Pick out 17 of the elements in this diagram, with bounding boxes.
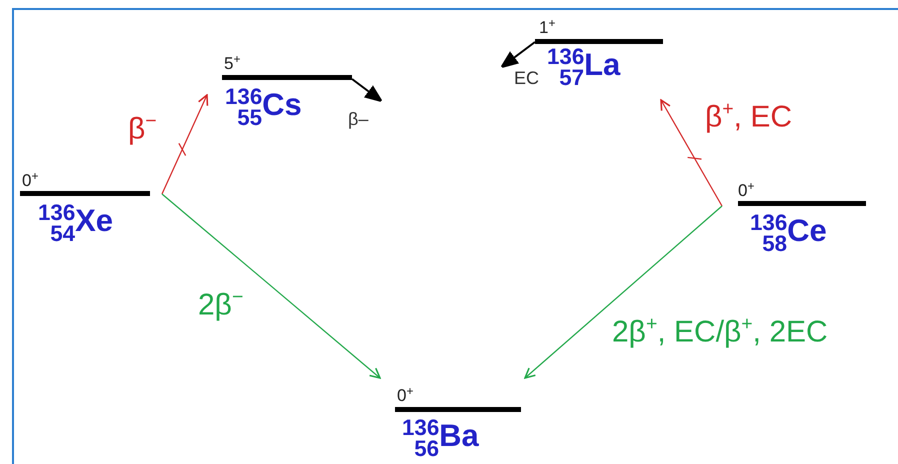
spin-parity-label: 1$^{+}$ — [539, 18, 556, 36]
decay-label: β$^{−}$ — [128, 112, 157, 145]
arrow — [161, 94, 208, 194]
arrow — [162, 194, 381, 379]
arrow — [500, 41, 536, 68]
spin-parity-label: 0$^{+}$ — [738, 181, 754, 199]
decay-label: EC — [514, 69, 540, 87]
arrow — [524, 206, 722, 379]
decay-label: 2β$^{−}$ — [198, 288, 244, 321]
decay-label: 2β$^{+}$, EC/β$^{+}$, 2EC — [612, 315, 828, 348]
decay-label: β– — [348, 110, 368, 128]
spin-parity-label: 0$^{+}$ — [22, 171, 38, 189]
arrow — [660, 99, 723, 206]
spin-parity-label: 5$^{+}$ — [224, 54, 240, 72]
spin-parity-label: 0$^{+}$ — [397, 386, 414, 404]
decay-label: β$^{+}$, EC — [705, 100, 792, 133]
arrow — [351, 78, 382, 102]
